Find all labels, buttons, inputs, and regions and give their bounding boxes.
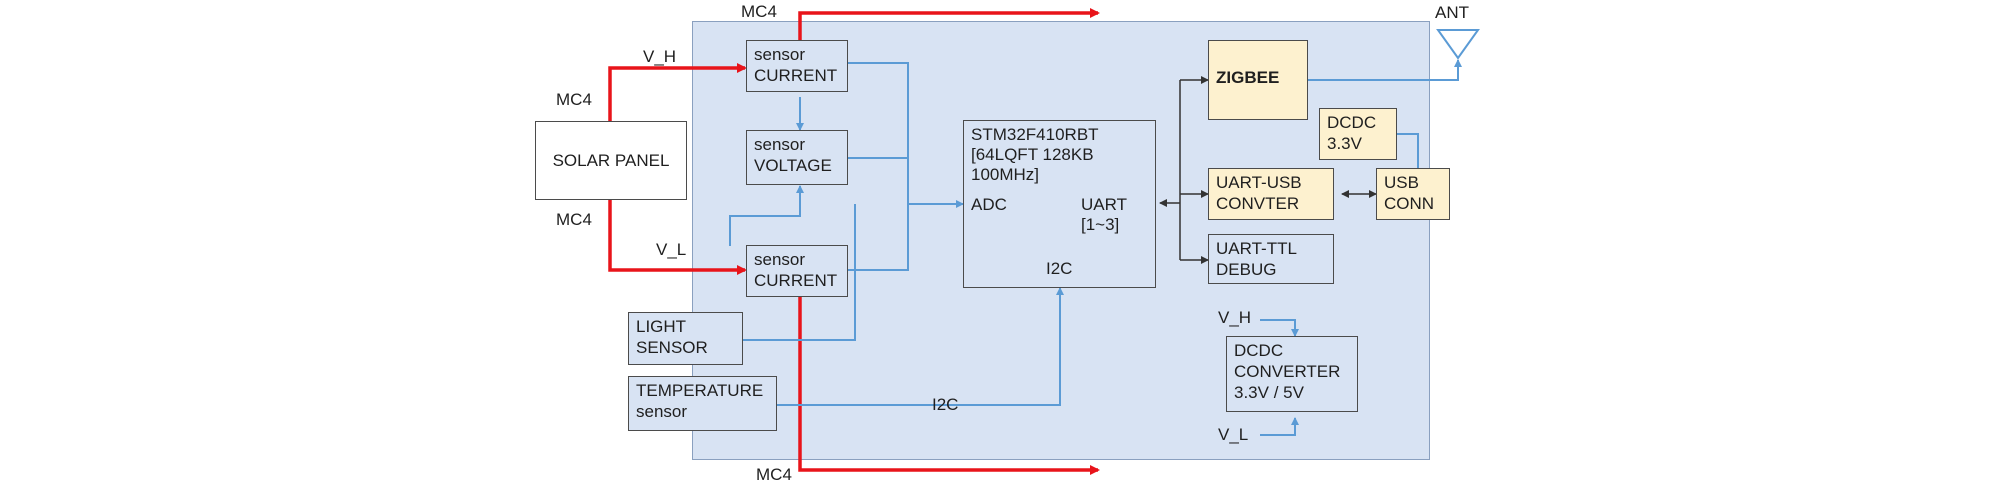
dcdc-converter-box: DCDC CONVERTER 3.3V / 5V [1226,336,1358,412]
signal-lines [729,59,1462,436]
mc4-left-bottom-label: MC4 [556,210,592,229]
v-l-right-label: V_L [1218,425,1249,444]
mcu-box: STM32F410RBT [64LQFT 128KB 100MHz] ADC U… [963,120,1156,288]
sensor-current-bottom-box: sensor CURRENT [746,245,848,297]
usb-conn-box: USB CONN [1376,168,1450,220]
uart-ttl-debug-box: UART-TTL DEBUG [1208,234,1334,284]
dcdc-small-box: DCDC 3.3V [1319,108,1397,160]
light-sensor-box: LIGHT SENSOR [628,312,743,365]
zigbee-to-antenna [1308,59,1462,81]
mcu-uart-port: UART [1~3] [1081,195,1127,234]
sensor-current-top-box: sensor CURRENT [746,40,848,92]
mcu-adc-port: ADC [971,195,1007,214]
mc4-bottom-label: MC4 [756,465,792,484]
current-top-to-adc [848,62,964,208]
current-bottom-to-adc [848,204,909,271]
usb-to-dcdc [1397,133,1419,168]
v-h-right-label: V_H [1218,308,1252,327]
v-l-label: V_L [656,240,687,259]
v-h-to-dcdc-converter [1260,319,1299,337]
solar-panel-box: SOLAR PANEL [535,121,687,200]
v-l-to-dcdc-converter [1260,417,1299,436]
uart-lines [1159,76,1377,264]
mc4-left-top-label: MC4 [556,90,592,109]
mc4-bottom-output-line [798,297,1100,475]
temperature-to-i2c [777,287,1064,406]
v-l-power-line [608,199,747,275]
mc4-top-output-line [798,8,1100,40]
mcu-i2c-port: I2C [1046,259,1073,278]
sensor-voltage-box: sensor VOLTAGE [746,130,848,185]
mc4-top-label: MC4 [741,2,777,21]
i2c-bus-label: I2C [932,395,959,414]
v-h-power-line [608,63,747,128]
antenna-label: ANT [1435,3,1469,22]
current-bottom-to-voltage [729,185,804,246]
v-h-label: V_H [643,47,677,66]
light-to-adc [743,204,856,341]
temperature-sensor-box: TEMPERATURE sensor [628,376,777,431]
antenna-icon [1436,29,1480,60]
power-lines [608,8,1100,475]
uart-usb-converter-box: UART-USB CONVTER [1208,168,1334,220]
mcu-name: STM32F410RBT [64LQFT 128KB 100MHz] [971,125,1099,184]
zigbee-box: ZIGBEE [1208,40,1308,120]
